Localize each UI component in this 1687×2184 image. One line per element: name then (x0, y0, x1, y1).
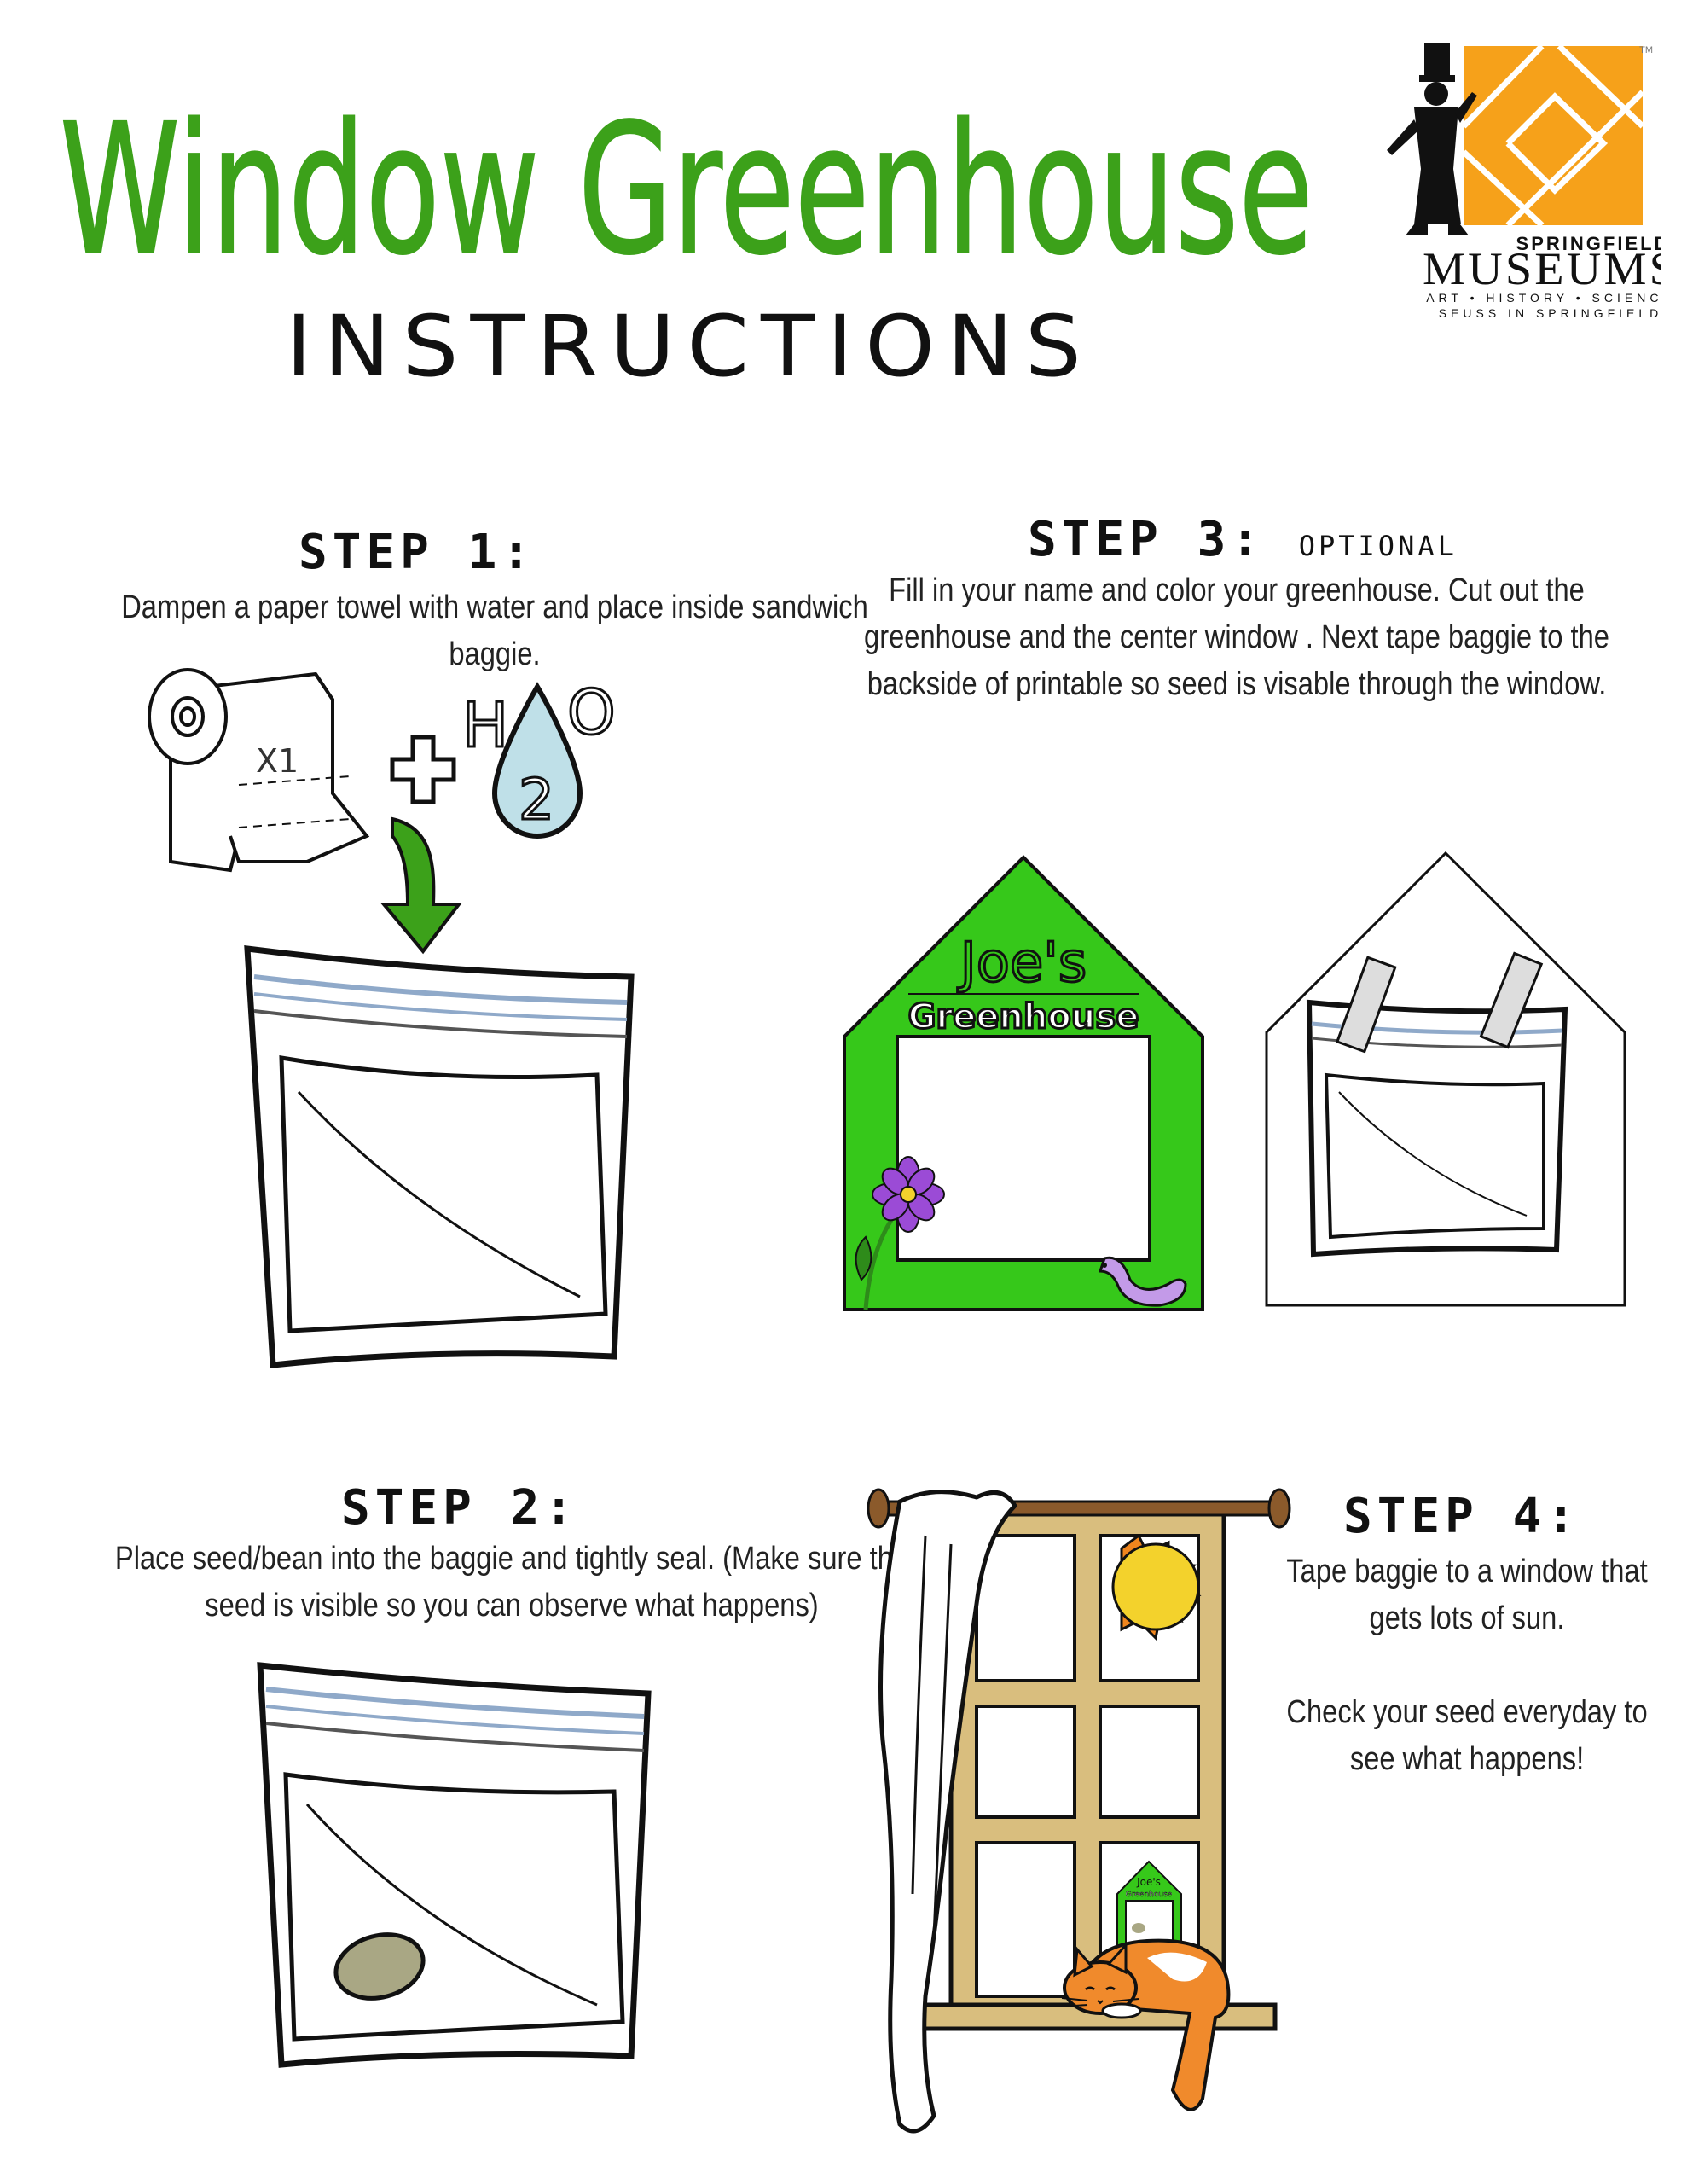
logo-tiles (1461, 44, 1645, 228)
step2-baggie-illustration (257, 1662, 652, 2068)
water-label-h: H (462, 689, 508, 761)
greenhouse-name: Joe's (957, 932, 1087, 995)
greenhouse-printable-illustration: Joe's Greenhouse (843, 855, 1204, 1311)
water-drop-icon: H 2 O (461, 676, 617, 839)
water-label-o: O (567, 677, 616, 748)
tape-right (1479, 951, 1544, 1049)
step1-text: Dampen a paper towel with water and plac… (121, 590, 868, 672)
greenhouse-back-illustration (1265, 851, 1626, 1307)
curtain (878, 1490, 1018, 2134)
towel-label: X1 (256, 742, 299, 780)
step4-text: Tape baggie to a window that gets lots o… (1286, 1554, 1648, 1636)
down-arrow-icon (380, 816, 463, 955)
logo-line2: MUSEUMS (1423, 243, 1661, 294)
step4-heading: STEP 4: (1343, 1489, 1581, 1544)
mini-greenhouse-icon: Joe's Greenhouse (1116, 1860, 1182, 1955)
flower-icon (855, 1156, 945, 1310)
page-title: Window Greenhouse (60, 85, 1313, 282)
step1-heading: STEP 1: (299, 525, 536, 580)
step3-heading-main: STEP 3: (1028, 512, 1266, 567)
step1-supplies-illustration: X1 H 2 O (148, 668, 617, 955)
step3-text: Fill in your name and color your greenho… (864, 572, 1609, 702)
museum-logo: TM SPRINGFIELD MUSEUMS ART • HISTORY • S… (1387, 43, 1661, 320)
plus-icon (390, 735, 456, 804)
logo-figure (1387, 43, 1477, 235)
mini-house-name: Joe's (1136, 1876, 1161, 1888)
mini-house-label: Greenhouse (1126, 1891, 1173, 1899)
greenhouse-window (896, 1035, 1151, 1262)
window-illustration: Joe's Greenhouse (867, 1488, 1291, 2134)
tape-left (1335, 956, 1397, 1054)
step2-text: Place seed/bean into the baggie and tigh… (114, 1541, 909, 1623)
greenhouse-label: Greenhouse (908, 997, 1139, 1037)
paper-towel-roll-icon (148, 668, 370, 873)
logo-line4: SEUSS IN SPRINGFIELD (1439, 306, 1661, 320)
logo-line1: SPRINGFIELD (1516, 233, 1661, 254)
step2-heading: STEP 2: (341, 1480, 579, 1536)
step3-heading: STEP 3: OPTIONAL (1028, 512, 1458, 567)
sun-icon (1111, 1533, 1202, 1641)
step3-heading-optional: OPTIONAL (1298, 530, 1458, 562)
logo-line3: ART • HISTORY • SCIENCE (1426, 291, 1661, 305)
title: Window Greenhouse (60, 84, 1314, 282)
worm-icon (1098, 1256, 1187, 1307)
step1-baggie-illustration (244, 944, 635, 1368)
bean-icon (333, 1932, 426, 2001)
step4-text-2: Check your seed everyday to see what hap… (1286, 1694, 1648, 1777)
cat-icon (1061, 1938, 1231, 2111)
logo-tm: TM (1639, 45, 1653, 55)
water-label-2: 2 (519, 767, 554, 833)
logo-orange-square (1464, 46, 1643, 225)
page-subtitle: INSTRUCTIONS (286, 297, 1093, 396)
